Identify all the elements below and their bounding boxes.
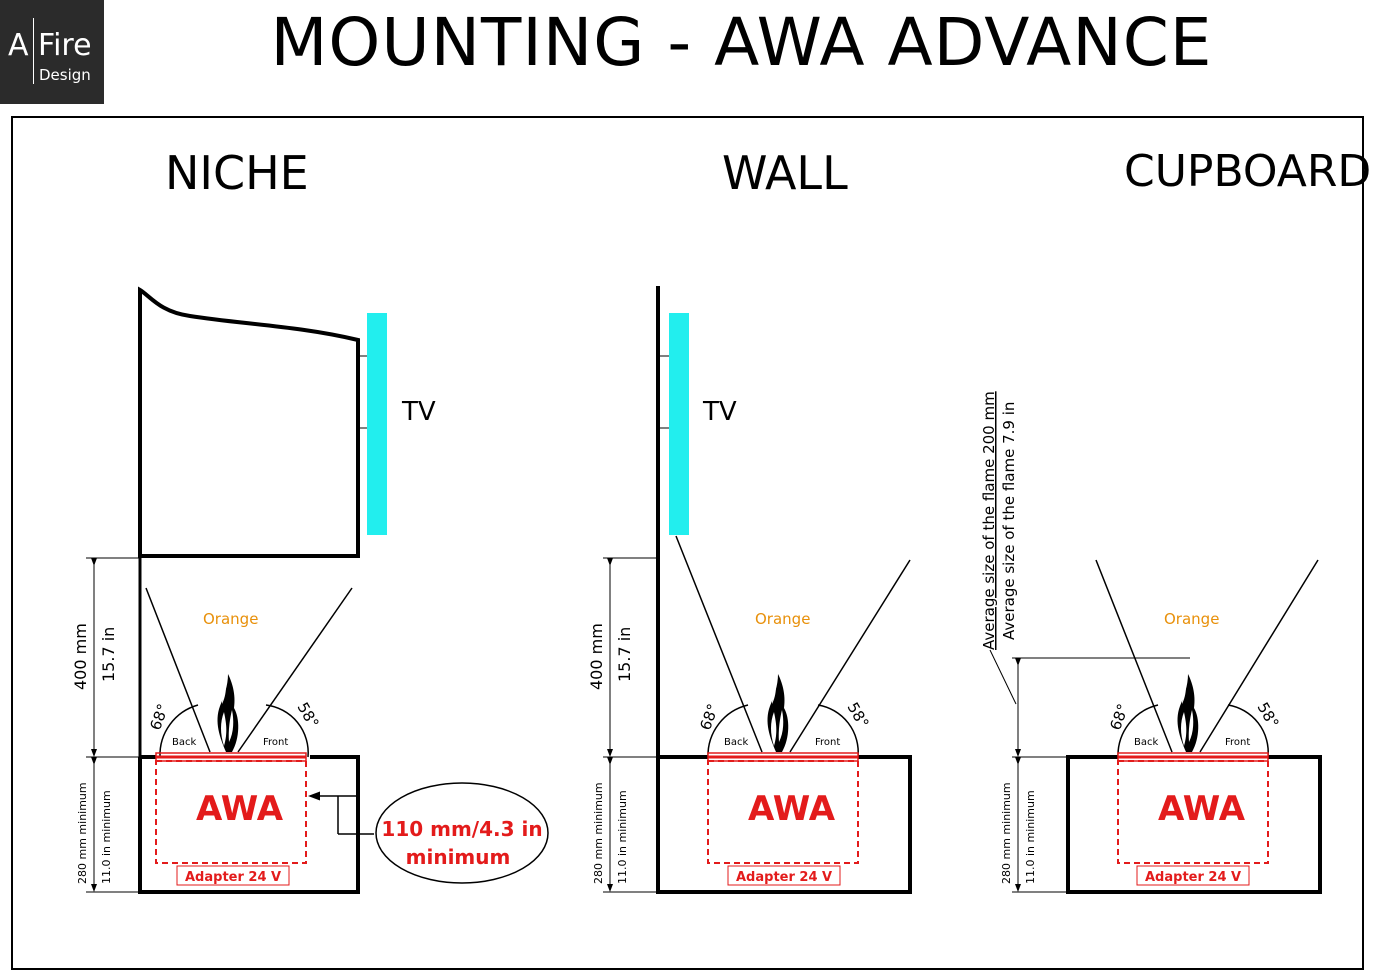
afire-design-logo: A Fire Design [0,0,104,104]
cupboard-awa-label: AWA [1158,789,1246,829]
logo-word-fire: Fire [38,28,92,63]
wall-flame-icon [767,674,789,752]
wall-min-mm: 280 mm minimum [592,782,605,884]
wall-height-mm: 400 mm [587,623,606,690]
cupboard-flame-mm: Average size of the flame 200 mm [980,391,998,650]
section-title-niche: NICHE [165,146,309,200]
wall-orange-label: Orange [755,610,810,628]
cupboard-back-label: Back [1134,737,1158,748]
niche-adapter-label: Adapter 24 V [185,870,281,885]
niche-min-in: 11.0 in minimum [100,790,113,884]
cupboard-angle-front: 58° [1254,699,1283,731]
logo-divider [33,18,34,84]
section-title-wall: WALL [722,146,848,200]
niche-height-in: 15.7 in [99,627,118,682]
wall-min-in: 11.0 in minimum [616,790,629,884]
niche-min-mm: 280 mm minimum [76,782,89,884]
niche-tv [367,313,387,535]
niche-tv-label: TV [401,397,436,427]
cupboard-min-in: 11.0 in minimum [1024,790,1037,884]
niche-diagram: TV Orange 68° 58° Back Front AWA Adapter… [71,286,549,894]
cupboard-flame-icon [1177,674,1199,752]
cupboard-adapter-label: Adapter 24 V [1145,870,1241,885]
niche-flame-icon [217,674,239,752]
cupboard-orange-label: Orange [1164,610,1219,628]
niche-front-label: Front [263,737,288,748]
cupboard-angle-back: 68° [1106,701,1132,732]
page-title: MOUNTING - AWA ADVANCE [270,4,1213,81]
niche-height-mm: 400 mm [71,623,90,690]
wall-front-label: Front [815,737,840,748]
wall-awa-box [707,760,859,864]
niche-awa-label: AWA [196,789,284,829]
wall-angle-front: 58° [844,699,873,731]
logo-letter-a: A [8,28,29,63]
diagram-frame [11,116,1364,970]
section-title-cupboard: CUPBOARD [1124,146,1372,197]
wall-height-in: 15.7 in [615,627,634,682]
wall-tv-label: TV [702,397,737,427]
niche-angle-front: 58° [294,699,323,731]
wall-angle-back: 68° [696,701,722,732]
niche-back-label: Back [172,737,196,748]
cupboard-min-mm: 280 mm minimum [1000,782,1013,884]
wall-awa-label: AWA [748,789,836,829]
cupboard-diagram: Orange 68° 58° Back Front AWA Adapter 24… [980,391,1322,894]
wall-adapter-label: Adapter 24 V [736,870,832,885]
niche-clearance-line2: minimum [406,845,511,869]
niche-orange-label: Orange [203,610,258,628]
cupboard-front-label: Front [1225,737,1250,748]
logo-word-design: Design [39,66,91,84]
cupboard-flame-in: Average size of the flame 7.9 in [1000,402,1018,640]
wall-diagram: TV Orange 68° 58° Back Front AWA Adapter… [587,286,912,894]
niche-clearance-line1: 110 mm/4.3 in [381,817,542,841]
niche-awa-box [155,760,307,864]
cupboard-awa-box [1117,760,1269,864]
wall-tv [669,313,689,535]
wall-back-label: Back [724,737,748,748]
niche-clearance-callout [375,782,549,884]
niche-upper-box [138,286,360,558]
